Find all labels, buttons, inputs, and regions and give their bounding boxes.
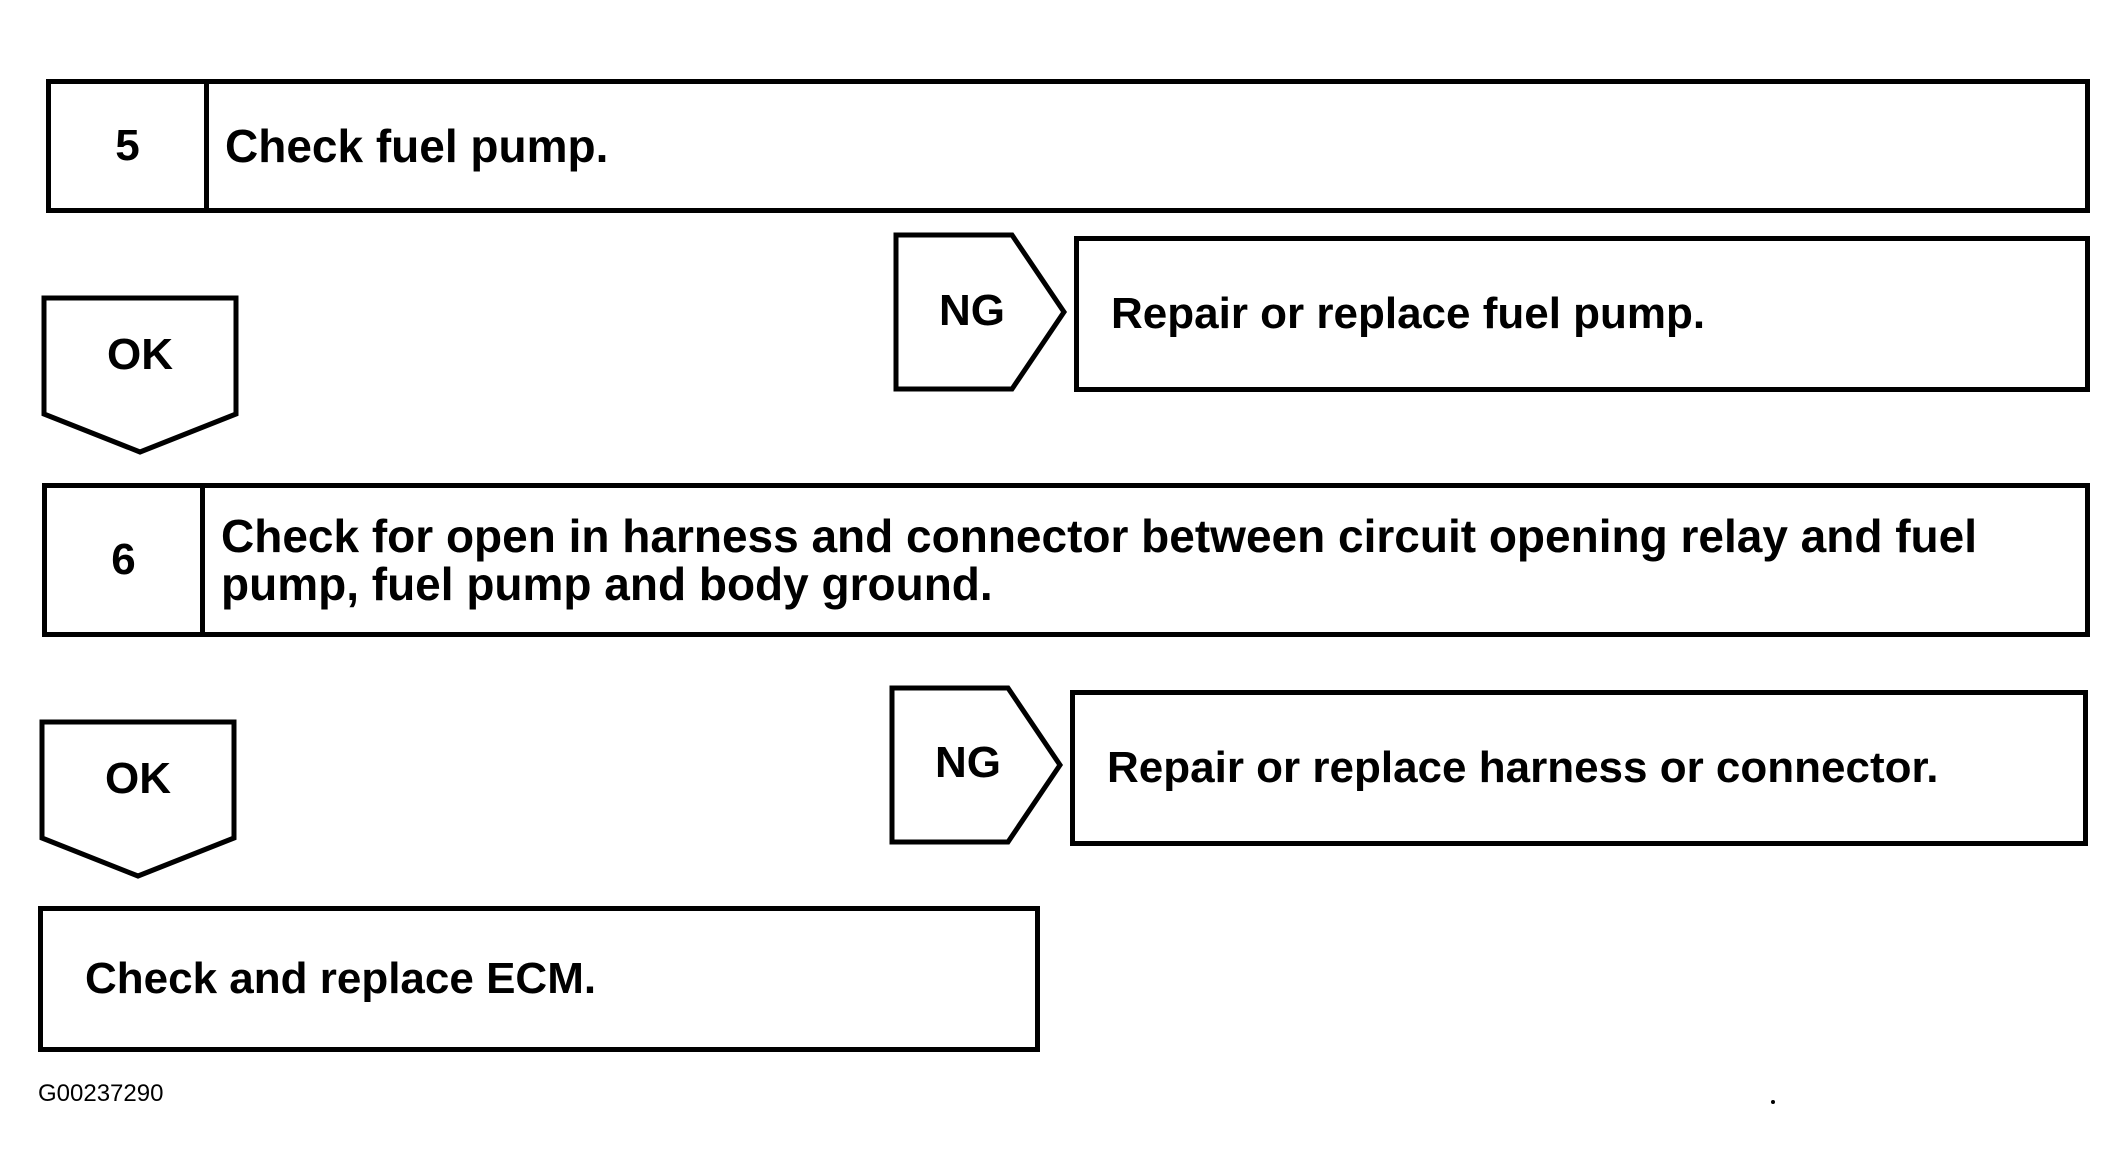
step-number: 6 — [47, 488, 205, 632]
ng-label: NG — [935, 738, 1001, 787]
stray-dot — [1771, 1100, 1775, 1104]
ng-arrow-shape — [893, 232, 1068, 392]
ok-arrow-shape — [39, 719, 237, 879]
step-6-box: 6 Check for open in harness and connecto… — [42, 483, 2090, 637]
ng-label: NG — [939, 286, 1005, 335]
step-text: Check for open in harness and connector … — [221, 510, 1978, 610]
step-number: 5 — [51, 84, 209, 208]
step-5-box: 5 Check fuel pump. — [46, 79, 2090, 213]
ok-label: OK — [107, 330, 173, 379]
ng-action-box: Repair or replace fuel pump. — [1074, 236, 2090, 392]
ng-arrow-shape — [889, 685, 1064, 845]
figure-id: G00237290 — [38, 1080, 164, 1107]
ng-action-box: Repair or replace harness or connector. — [1070, 690, 2088, 846]
final-action-box: Check and replace ECM. — [38, 906, 1040, 1052]
ok-label: OK — [105, 754, 171, 803]
step-text: Check fuel pump. — [225, 120, 609, 172]
ok-arrow-shape — [41, 295, 239, 455]
